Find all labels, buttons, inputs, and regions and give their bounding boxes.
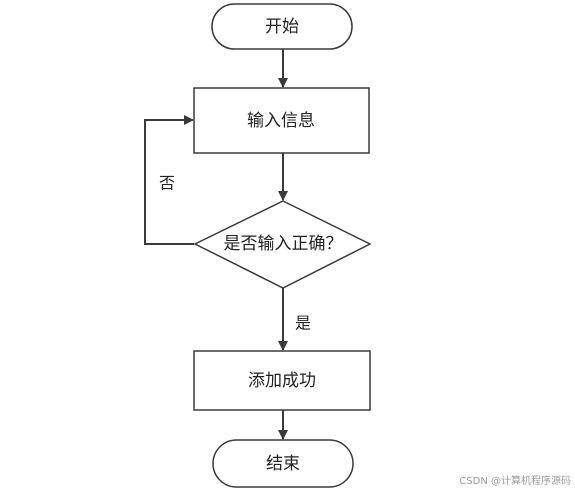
node-decision: 是否输入正确？: [193, 200, 372, 289]
node-start: 开始: [211, 3, 353, 50]
edge-label-yes: 是: [295, 314, 311, 333]
node-input-label: 输入信息: [247, 111, 315, 131]
edge-decision-to-input-loop: [144, 115, 194, 245]
node-start-label: 开始: [265, 17, 299, 37]
node-end-label: 结束: [266, 454, 300, 474]
node-success-label: 添加成功: [248, 371, 316, 391]
node-input: 输入信息: [193, 87, 370, 154]
edge-label-no: 否: [159, 174, 175, 193]
watermark-text: CSDN @计算机程序源码: [459, 474, 571, 487]
node-end: 结束: [212, 439, 354, 488]
node-decision-label: 是否输入正确？: [224, 234, 343, 254]
node-success: 添加成功: [193, 350, 371, 411]
